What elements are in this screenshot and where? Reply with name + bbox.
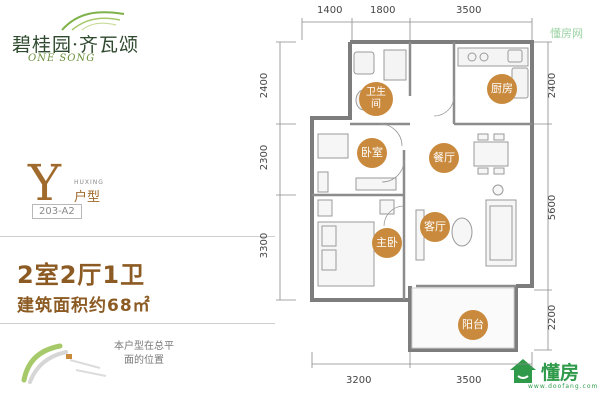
dim-bottom-1: 3200 <box>346 375 372 386</box>
watermark-logo: 懂房 <box>541 362 580 384</box>
dimension-lines <box>276 18 552 368</box>
room-living: 客厅 <box>420 212 450 242</box>
watermark-url: www.doofang.com <box>528 383 599 390</box>
brand-logo-leaf <box>58 8 128 34</box>
dim-bottom-2: 3500 <box>456 375 482 386</box>
room-master: 主卧 <box>372 228 402 258</box>
unit-code: 203-A2 <box>32 204 82 219</box>
spec-area: 建筑面积约68㎡ <box>17 296 151 316</box>
dim-left-3: 3300 <box>259 232 271 259</box>
living-furniture <box>415 199 517 267</box>
location-note: 本户型在总平面的位置 <box>114 341 174 366</box>
room-bathroom: 卫生间 <box>359 82 393 116</box>
divider-bottom <box>0 323 275 324</box>
dining-table <box>473 133 509 196</box>
room-bedroom: 卧室 <box>357 138 387 168</box>
room-balcony: 阳台 <box>458 310 488 340</box>
brand-subtitle: ONE SONG <box>28 53 96 64</box>
unit-huxing: HUXING <box>74 179 104 186</box>
dim-top-2: 1800 <box>370 5 396 16</box>
dim-right-2: 5600 <box>547 194 559 221</box>
doors <box>379 95 455 227</box>
house-icon <box>508 357 538 385</box>
room-kitchen: 厨房 <box>487 74 517 104</box>
divider-top <box>0 236 275 237</box>
dim-top-3: 3500 <box>456 5 482 16</box>
dim-left-2: 2300 <box>259 144 271 171</box>
unit-type-letter: Y <box>28 154 62 212</box>
dim-right-1: 2400 <box>547 72 559 99</box>
master-bed <box>317 199 395 287</box>
unit-type-label: 户型 <box>74 190 101 205</box>
bedroom-furniture <box>317 133 397 193</box>
dim-top-1: 1400 <box>317 5 343 16</box>
walls <box>310 40 534 352</box>
site-plan-thumbnail <box>20 340 110 384</box>
spec-layout: 2室2厅1卫 <box>17 261 146 289</box>
watermark-top: 懂房网 <box>550 27 583 40</box>
brand-title: 碧桂园·齐瓦颂 <box>12 34 140 56</box>
inner-walls <box>312 42 532 300</box>
dim-left-1: 2400 <box>259 72 271 99</box>
kitchen-fixtures <box>457 47 529 99</box>
room-dining: 餐厅 <box>429 143 459 173</box>
dim-right-3: 2200 <box>547 304 559 331</box>
